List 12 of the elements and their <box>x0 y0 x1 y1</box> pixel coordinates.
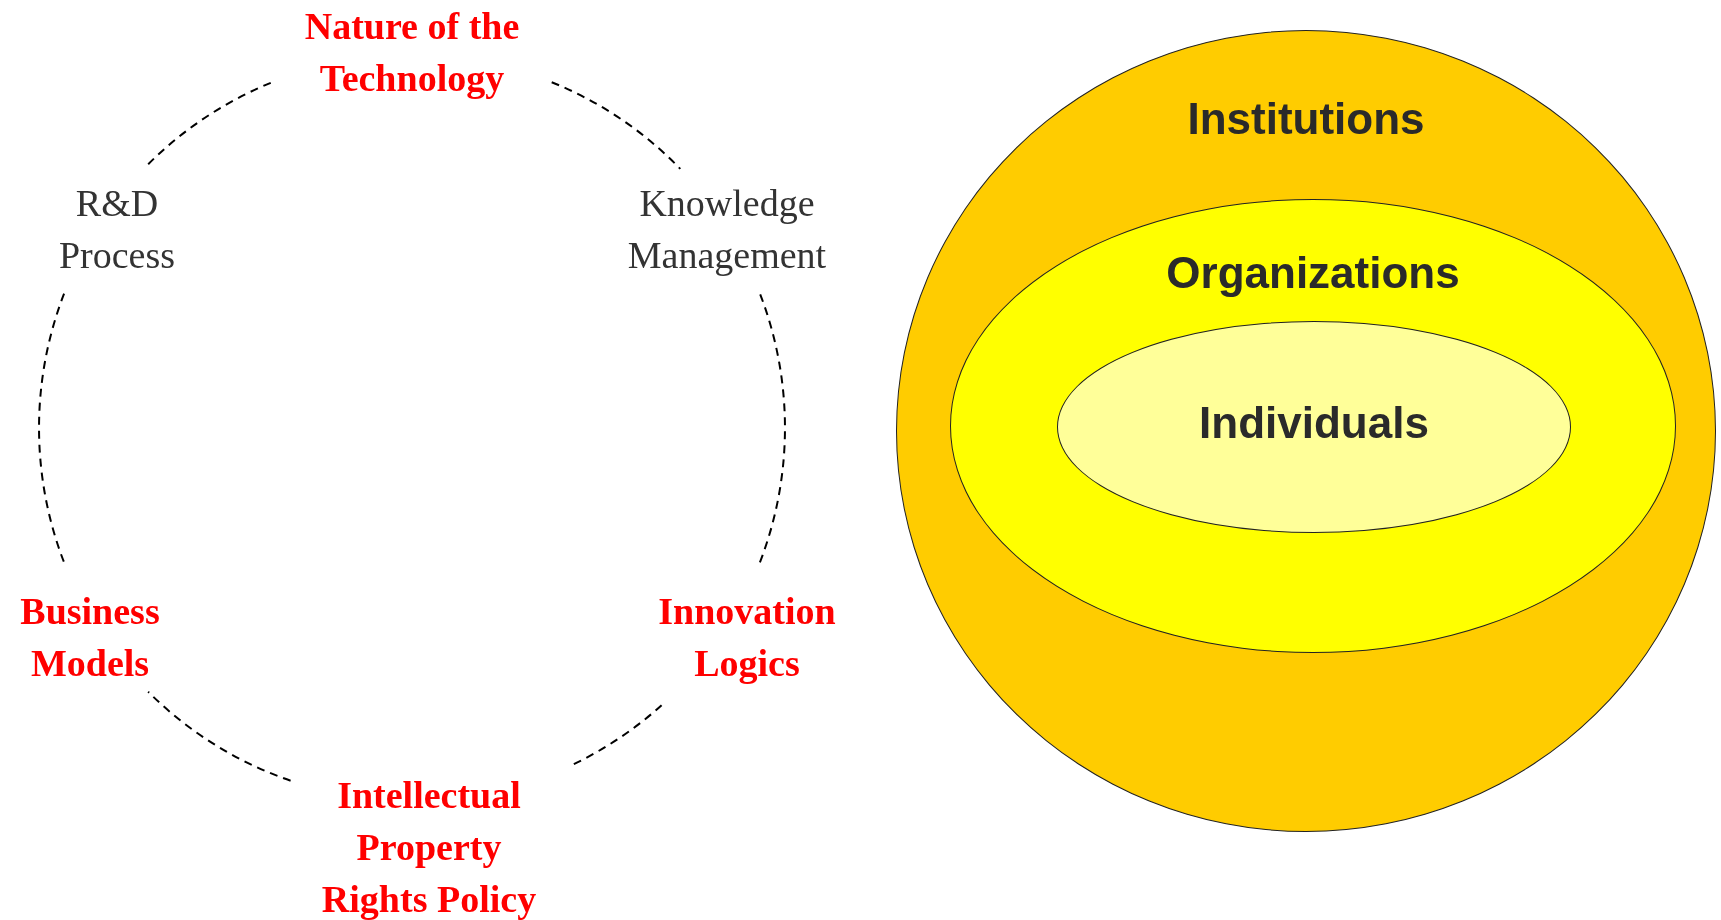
node-label: Business Models <box>5 585 175 689</box>
node-label: Knowledge Management <box>612 177 842 281</box>
node-label: Nature of the Technology <box>287 0 537 104</box>
node-label: R&D Process <box>42 177 192 281</box>
ellipse-label: Institutions <box>1187 95 1425 143</box>
node-label: Intellectual Property Rights Policy <box>321 769 537 920</box>
ellipse-label: Individuals <box>1199 399 1429 447</box>
node-label: Innovation Logics <box>642 585 852 689</box>
dashed-arc <box>550 81 682 170</box>
dashed-arc <box>147 690 292 782</box>
dashed-arc <box>147 81 274 166</box>
ellipse-label: Organizations <box>1166 249 1460 297</box>
